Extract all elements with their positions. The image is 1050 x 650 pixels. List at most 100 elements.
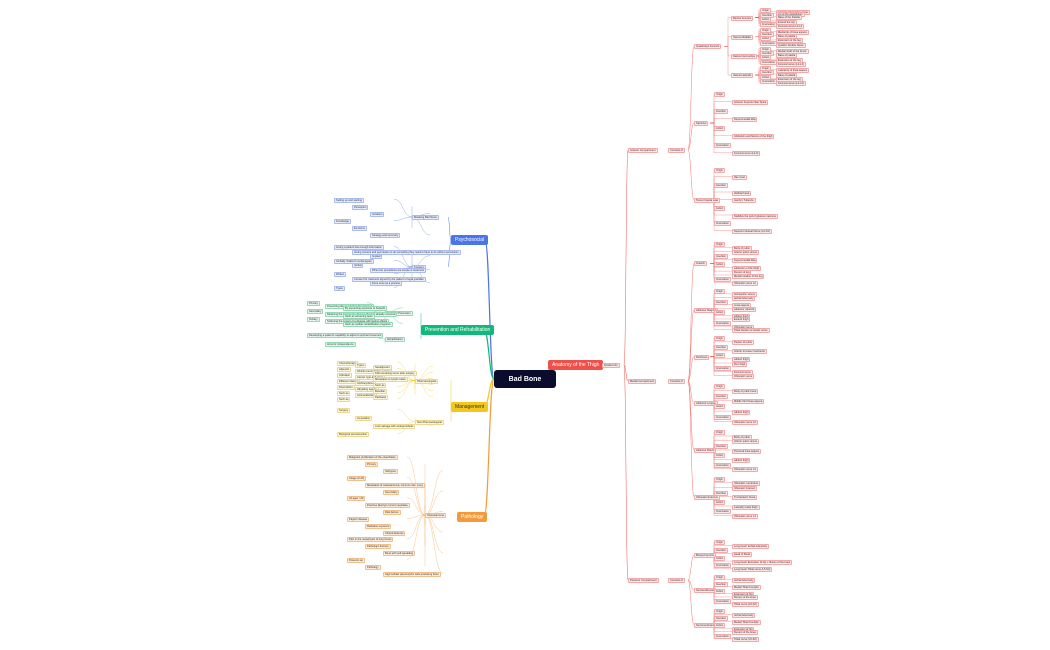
muscle-detail[interactable]: Extend thigh (732, 317, 751, 323)
muscle-0-0-1[interactable]: Vastus Medialis (731, 34, 753, 40)
management-item[interactable]: Such as (373, 383, 387, 389)
muscle-detail[interactable]: Origin (714, 91, 725, 97)
muscle-detail[interactable]: Adduct thigh (732, 457, 751, 463)
branch-prevention-and-rehabilitation[interactable]: Prevention and Rehabilitation (421, 325, 495, 335)
compartment-1[interactable]: Medial Compartment (628, 379, 657, 384)
muscle-detail[interactable]: Inferior pubic ramus (732, 439, 759, 445)
psychosocial-item[interactable]: Verbal (352, 263, 364, 269)
muscle-detail[interactable]: Ischial tuberosity (732, 612, 756, 618)
pathology-item[interactable]: High cellular pleomorphic cells producin… (383, 571, 441, 577)
pathology-group-0[interactable]: Osteosarcoma (425, 513, 446, 518)
muscle-detail[interactable]: Innervation (760, 22, 777, 28)
muscle-detail[interactable]: Innervation (714, 142, 731, 148)
muscle-detail[interactable]: Action (714, 205, 726, 211)
prevention-item[interactable]: Aims for independence (325, 341, 356, 347)
muscle-detail[interactable]: Insertion (714, 108, 728, 114)
management-item[interactable]: Busulfan (373, 389, 388, 395)
management-item[interactable]: Doxorubicin (337, 385, 355, 391)
management-item[interactable]: Kills remaining tumor after surgery (373, 370, 417, 376)
muscle-group-0-0[interactable]: Quadriceps Femoris (694, 44, 722, 50)
pathology-item[interactable]: Paget's disease (347, 516, 370, 522)
muscle-detail[interactable]: Action (714, 404, 726, 410)
muscle-detail[interactable]: Gerdy's Tubercle (732, 198, 756, 204)
management-item[interactable]: Limb salvage with endoprosthetic (373, 424, 416, 430)
muscle-group-1-2[interactable]: Pectineus (694, 354, 710, 360)
psychosocial-item[interactable]: Types (334, 285, 345, 291)
muscle-detail[interactable]: Innervation (714, 414, 731, 420)
muscle-detail[interactable]: Obturator nerve L2 (732, 281, 758, 287)
muscle-detail[interactable]: Femoral nerve (L2-3) (732, 151, 761, 157)
root-node[interactable]: Bad Bone (494, 370, 556, 388)
muscle-detail[interactable]: Origin (760, 8, 771, 14)
muscle-detail[interactable]: Action (714, 261, 726, 267)
muscle-detail[interactable]: Pecten of pubis (732, 340, 754, 346)
muscle-detail[interactable]: Insertion (714, 548, 728, 554)
muscle-detail[interactable]: Obturator membrane (732, 481, 761, 487)
muscle-0-0-2[interactable]: Vastus Intermedius (731, 53, 758, 59)
muscle-detail[interactable]: Innervation (714, 633, 731, 639)
muscle-detail[interactable]: Superior Gluteal Nerve (L4-S1) (732, 228, 772, 234)
muscle-detail[interactable]: Insertion (714, 581, 728, 587)
muscle-detail[interactable]: Insertion (714, 344, 728, 350)
muscle-detail[interactable]: Origin (714, 288, 725, 294)
muscle-detail[interactable]: Origin (714, 574, 725, 580)
psychosocial-item[interactable]: Implied (370, 254, 383, 260)
psychosocial-item[interactable]: Perception (352, 204, 369, 210)
pathology-item[interactable]: Primary (365, 462, 378, 468)
psychosocial-item[interactable]: Consent for treatment signed by the pati… (352, 276, 426, 282)
muscle-detail[interactable]: Origin (714, 476, 725, 482)
management-item[interactable]: Surgery (337, 407, 351, 413)
branch-management[interactable]: Management (451, 402, 489, 412)
management-item[interactable]: Such as (337, 397, 351, 403)
muscle-group-0-1[interactable]: Sartorius (694, 121, 709, 126)
branch-pathology[interactable]: Pathology (457, 512, 488, 522)
muscle-detail[interactable]: Anterior Superior Iliac Spine (732, 100, 769, 106)
muscle-detail[interactable]: Innervation (760, 40, 777, 46)
muscle-detail[interactable]: Medial Tibial Condyle (732, 585, 761, 591)
psychosocial-item[interactable]: Knowledge (334, 219, 351, 225)
muscle-detail[interactable]: Medial rotation of the leg (732, 273, 765, 279)
muscle-detail[interactable]: Innervation (714, 462, 731, 468)
muscle-detail[interactable]: Action (714, 499, 726, 505)
muscle-detail[interactable]: Tibial nerve (L5-S2) (732, 637, 759, 643)
muscle-detail[interactable]: Action (714, 125, 726, 131)
prevention-group-1[interactable]: Rehabilitation (385, 337, 405, 342)
muscle-detail[interactable]: Insertion (714, 182, 728, 188)
muscle-detail[interactable]: Insertion (714, 616, 728, 622)
management-group-0[interactable]: Pharmacological (415, 378, 439, 384)
muscle-detail[interactable]: Origin (714, 242, 725, 248)
psychosocial-item[interactable]: Strategy and summary (370, 233, 401, 239)
muscle-detail[interactable]: Action (760, 16, 772, 22)
muscle-detail[interactable]: Superomedial tibia (732, 257, 758, 263)
pathology-item[interactable]: Secondary (383, 489, 400, 495)
muscle-detail[interactable]: Action (714, 310, 726, 316)
prevention-item[interactable]: Tertiary (307, 316, 320, 322)
prevention-item[interactable]: Developing a patient's capability to adj… (307, 333, 384, 339)
management-item[interactable]: Metastasis to lymph nodes (373, 376, 408, 382)
muscle-detail[interactable]: Long head: Ischial tuberosity (732, 544, 770, 550)
pathology-item[interactable]: Pain in the metaphysis of long bones (347, 537, 394, 543)
psychosocial-item[interactable]: Giving consent and permission to do some… (352, 249, 461, 255)
muscle-detail[interactable]: Body of pubis (732, 434, 752, 440)
muscle-detail[interactable]: Flexion of the knee (732, 630, 758, 636)
prevention-item[interactable]: Such as screening tests (343, 314, 375, 320)
muscle-detail[interactable]: Origin (714, 336, 725, 342)
pathology-item[interactable]: Previous (Ewing's tumor) neoplasia (365, 503, 410, 509)
muscle-detail[interactable]: Obturator foramen (732, 485, 758, 491)
muscle-group-1-4[interactable]: Adductor Brevis (694, 448, 717, 453)
muscle-detail[interactable]: Innervation (714, 563, 731, 569)
muscle-detail[interactable]: Adductor tubercle (732, 306, 757, 312)
muscle-detail[interactable]: Origin (714, 429, 725, 435)
compartment-connector-2[interactable]: Consists of (668, 578, 685, 583)
muscle-detail[interactable]: Origin (714, 540, 725, 546)
muscle-detail[interactable]: Superomedial tibia (732, 117, 758, 123)
muscle-detail[interactable]: Flex thigh (732, 361, 748, 367)
prevention-item[interactable]: Secondary (307, 308, 324, 314)
pathology-item[interactable]: Usage (0-20) (347, 475, 367, 481)
muscle-detail[interactable]: Insertion (714, 443, 728, 449)
muscle-detail[interactable]: Femoral nerve (L2-L4) (776, 81, 806, 87)
muscle-detail[interactable]: Innervation (760, 59, 777, 65)
pathology-item[interactable]: Subtypes (383, 469, 398, 475)
pathology-item[interactable]: Risk factors (383, 510, 401, 516)
prevention-item[interactable]: By preventing exposure to hazards (343, 306, 388, 312)
